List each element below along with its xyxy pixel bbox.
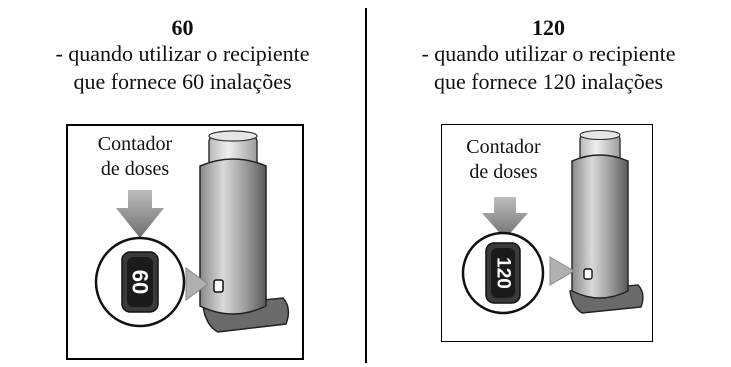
left-column: 60 - quando utilizar o recipiente que fo… xyxy=(0,0,365,96)
right-label-line1: Contador xyxy=(466,136,541,158)
inhaler-illustration-60: 60 xyxy=(94,130,290,333)
left-title: 60 xyxy=(171,15,194,40)
right-title: 120 xyxy=(532,15,565,40)
right-desc-line1: - quando utilizar o recipiente xyxy=(421,41,676,66)
inhaler-illustration-120: 120 xyxy=(461,129,644,315)
counter-readout-120: 120 xyxy=(493,257,514,289)
column-divider xyxy=(365,8,367,363)
right-label-line2: de doses xyxy=(469,161,538,183)
left-label-line1: Contador xyxy=(97,133,173,155)
left-desc-line1: - quando utilizar o recipiente xyxy=(55,41,310,66)
inhaler-figure-60: 60 Contador de doses xyxy=(66,124,304,360)
counter-readout-60: 60 xyxy=(128,270,153,294)
left-desc-line2: que fornece 60 inalações xyxy=(73,69,292,94)
right-desc-line2: que fornece 120 inalações xyxy=(433,69,664,94)
left-label-line2: de doses xyxy=(100,158,170,180)
right-column: 120 - quando utilizar o recipiente que f… xyxy=(366,0,731,96)
inhaler-figure-120: 120 Contador de doses xyxy=(441,124,653,342)
right-label: Contador de doses xyxy=(446,135,561,185)
left-label: Contador de doses xyxy=(70,132,200,182)
